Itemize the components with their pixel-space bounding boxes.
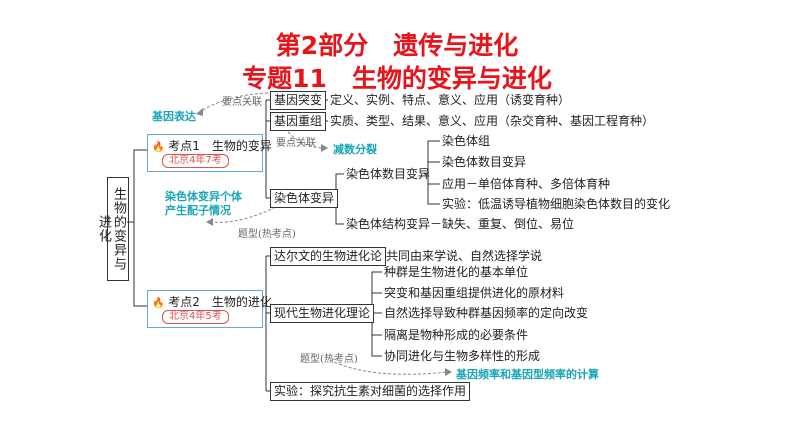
arrow-to-chrom-individual	[209, 204, 281, 223]
gene-mutation-desc: 定义、实例、特点、意义、应用（诱变育种）	[330, 93, 571, 107]
modern-item-3: 自然选择导致种群基因频率的定向改变	[384, 306, 589, 320]
title-line2: 专题11 生物的变异与进化	[242, 64, 552, 93]
kaodian2-title: 🔥 考点2 生物的进化	[152, 293, 272, 310]
note-yaodian-2: 要点关联	[276, 138, 316, 149]
modern-item-1: 种群是生物进化的基本单位	[384, 265, 529, 279]
chrom-structure-label: 染色体结构变异－缺失、重复、倒位、易位	[346, 217, 575, 231]
modern-item-5: 协同进化与生物多样性的形成	[384, 349, 541, 363]
chrom-number-item-4: 实验：低温诱导植物细胞染色体数目的变化	[442, 197, 671, 211]
note-tixing-1: 题型(热考点)	[238, 229, 296, 240]
root-to-kp2-line	[133, 222, 147, 307]
chrom-number-item-1: 染色体组	[442, 134, 491, 148]
arrow-to-frequency-calc	[329, 359, 449, 375]
modern-theory-box: 现代生物进化理论	[270, 304, 375, 323]
gene-recomb-box: 基因重组	[270, 112, 327, 131]
note-chrom-individual: 染色体变异个体产生配子情况	[165, 190, 242, 217]
note-frequency-calc: 基因频率和基因型频率的计算	[456, 368, 599, 381]
modern-item-4: 隔离是物种形成的必要条件	[384, 328, 529, 342]
fire-icon: 🔥	[152, 142, 165, 153]
gene-recomb-desc: 实质、类型、结果、意义、应用（杂交育种、基因工程育种）	[330, 114, 655, 128]
darwin-box: 达尔文的生物进化论	[270, 247, 387, 266]
modern-item-2: 突变和基因重组提供进化的原材料	[384, 286, 565, 300]
note-yaodian-1: 要点关联	[222, 97, 262, 108]
chrom-number-item-2: 染色体数目变异	[442, 155, 527, 169]
arrow-to-meiosis	[284, 127, 326, 149]
root-to-kp1-line	[127, 149, 147, 223]
chrom-number-label: 染色体数目变异	[346, 167, 431, 181]
kaodian2-label: 考点2 生物的进化	[168, 295, 272, 309]
fire-icon: 🔥	[152, 298, 165, 309]
title-line1: 第2部分 遗传与进化	[275, 31, 519, 60]
experiment-box: 实验：探究抗生素对细菌的选择作用	[270, 382, 471, 401]
kaodian2-node: 🔥 考点2 生物的进化 北京4年5考	[147, 290, 272, 328]
kaodian1-tag: 北京4年7考	[162, 154, 229, 168]
kaodian1-label: 考点1 生物的变异	[168, 139, 272, 153]
root-node: 生物的变异与进化	[96, 177, 129, 281]
kaodian1-title: 🔥 考点1 生物的变异	[152, 137, 272, 154]
kaodian1-node: 🔥 考点1 生物的变异 北京4年7考	[147, 134, 272, 172]
gene-mutation-box: 基因突变	[270, 91, 327, 110]
chrom-number-item-3: 应用－单倍体育种、多倍体育种	[442, 177, 611, 191]
chrom-var-box: 染色体变异	[270, 189, 339, 208]
darwin-desc: 共同由来学说、自然选择学说	[386, 249, 543, 263]
kaodian2-tag: 北京4年5考	[162, 310, 229, 324]
note-meiosis: 减数分裂	[333, 143, 377, 156]
note-tixing-2: 题型(热考点)	[300, 354, 358, 365]
arrow-to-gene-expression	[197, 92, 269, 114]
note-gene-expression: 基因表达	[152, 110, 196, 123]
